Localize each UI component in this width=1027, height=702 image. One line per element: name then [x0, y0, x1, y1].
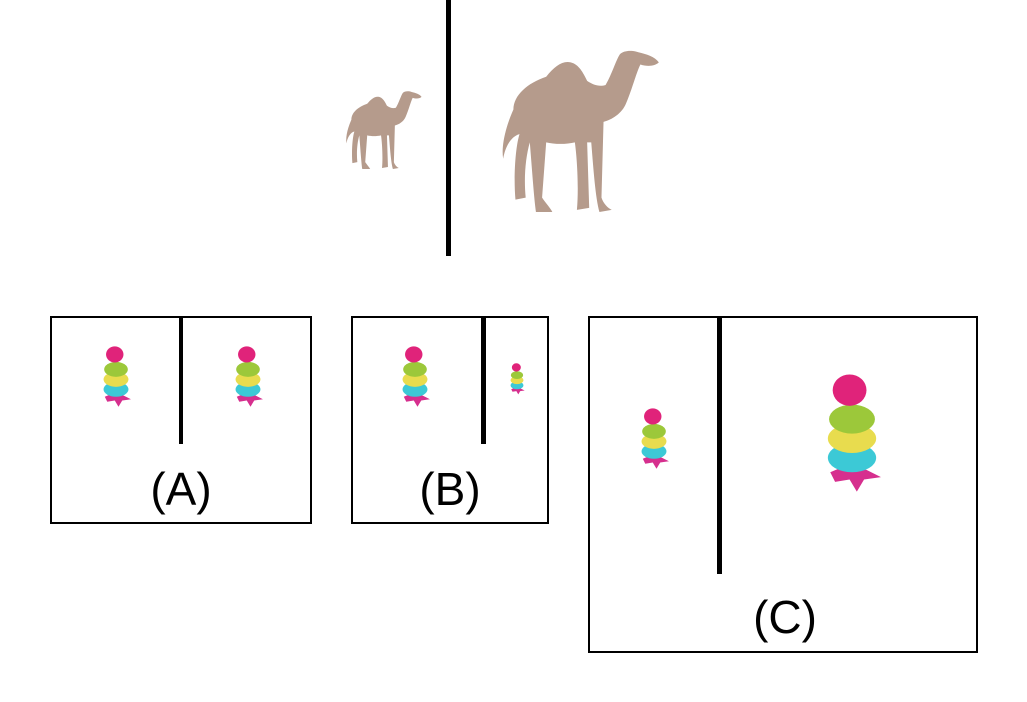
toy-left-image [103, 346, 131, 407]
option-a-label: (A) [150, 463, 212, 515]
option-b-divider [481, 318, 486, 444]
option-a-panel[interactable]: (A) [50, 316, 312, 524]
option-c-panel[interactable]: (C) [588, 316, 978, 653]
option-a-divider [179, 318, 183, 444]
option-b-panel[interactable]: (B) [351, 316, 549, 524]
example-divider [446, 0, 451, 256]
option-c-divider [717, 318, 722, 574]
toy-left-image [402, 346, 430, 407]
option-c-label: (C) [753, 591, 817, 643]
camel-large-image [502, 50, 659, 212]
toy-right-image [235, 346, 263, 407]
toy-left-image [641, 408, 669, 469]
option-b-label: (B) [419, 463, 481, 515]
toy-right-small-image [510, 363, 525, 395]
toy-right-large-image [827, 374, 881, 492]
camel-small-image [346, 91, 422, 170]
